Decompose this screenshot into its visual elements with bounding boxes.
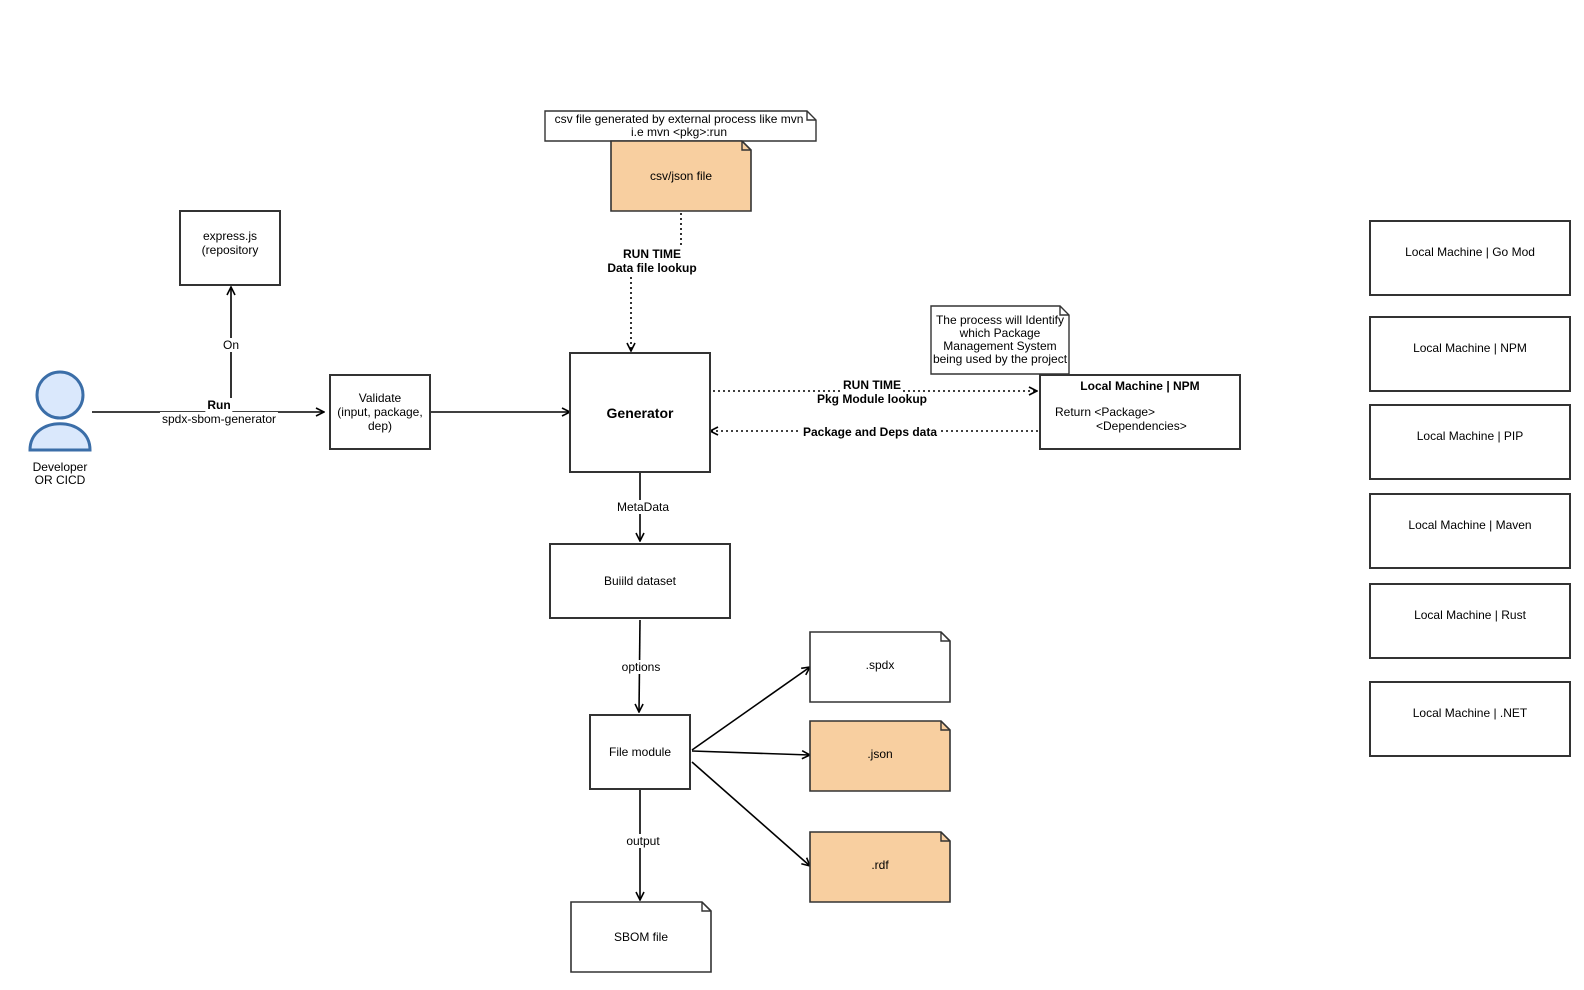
edge-label-run-command: spdx-sbom-generator (159, 412, 279, 426)
local-machine-dotnet-box: Local Machine | .NET (1369, 681, 1571, 757)
local-machine-npm-center-box: Local Machine | NPM Return <Package> <De… (1039, 374, 1241, 450)
local-machine-rust-box: Local Machine | Rust (1369, 583, 1571, 659)
local-machine-npm-box: Local Machine | NPM (1369, 316, 1571, 392)
developer-actor-icon (28, 370, 92, 452)
edge-label-run: Run (205, 398, 233, 412)
edge-csv-to-generator (631, 213, 682, 351)
local-machine-maven-box: Local Machine | Maven (1369, 493, 1571, 569)
local-machine-go-mod-box: Local Machine | Go Mod (1369, 220, 1571, 296)
edge-label-on: On (220, 338, 242, 352)
process-note-shape (930, 305, 1070, 375)
json-file-shape (809, 720, 951, 792)
edge-label-runtime-pkg: RUN TIME (841, 378, 903, 392)
csv-note-shape (544, 110, 817, 142)
spdx-file-shape (809, 631, 951, 703)
rdf-file-shape (809, 831, 951, 903)
generator-box: Generator (569, 352, 711, 473)
json-file-label: .json (867, 746, 893, 761)
local-npm-return-line: Return <Package> (1055, 405, 1156, 419)
edge-label-output: output (624, 834, 662, 848)
edge-label-package-deps: Package and Deps data (800, 425, 940, 439)
express-repository-box: express.js (repository (179, 210, 281, 286)
edge-file-module-to-json (691, 751, 810, 755)
csv-file-shape (610, 140, 752, 212)
rdf-file-label: .rdf (871, 857, 889, 872)
edge-label-runtime-data: RUN TIME (623, 247, 681, 261)
sbom-file-label: SBOM file (613, 929, 668, 944)
local-machine-pip-box: Local Machine | PIP (1369, 404, 1571, 480)
csv-note-text: csv file generated by external process l… (554, 112, 804, 139)
validate-box: Validate (input, package, dep) (329, 374, 431, 450)
edge-label-data-file-lookup: Data file lookup (607, 261, 697, 275)
edge-label-options: options (619, 660, 663, 674)
actor-label: Developer OR CICD (32, 460, 88, 487)
csv-file-label: csv/json file (649, 168, 713, 183)
build-dataset-box: Buiild dataset (549, 543, 731, 619)
edge-label-pkg-module-lookup: Pkg Module lookup (815, 392, 929, 406)
edge-file-module-to-rdf (691, 761, 810, 866)
sbom-file-shape (570, 901, 712, 973)
edge-file-module-to-spdx (691, 667, 810, 751)
edge-label-metadata: MetaData (614, 500, 672, 514)
local-npm-title: Local Machine | NPM (1080, 379, 1200, 393)
file-module-box: File module (589, 714, 691, 790)
process-note-text: The process will Identify which Package … (932, 313, 1068, 366)
spdx-file-label: .spdx (865, 657, 895, 672)
local-npm-deps-line: <Dependencies> (1096, 419, 1187, 433)
